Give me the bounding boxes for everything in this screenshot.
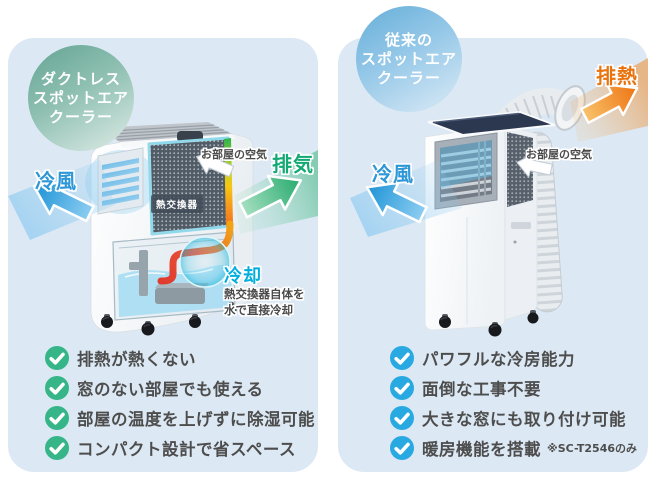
conventional-feature-list: パワフルな冷房能力 面倒な工事不要 大きな窓にも取り付け可能 暖房機能を搭載 ※… <box>338 346 648 466</box>
feature-text: 面倒な工事不要 <box>422 380 541 399</box>
room-air-arrow <box>516 153 553 178</box>
exhaust-heat-arrow <box>579 83 639 124</box>
feature-text: 大きな窓にも取り付け可能 <box>422 410 626 429</box>
room-air-arrow <box>196 151 235 178</box>
feature-text: 排熱が熱くない <box>77 350 196 369</box>
feature-text: コンパクト設計で省スペース <box>77 440 297 459</box>
exhaust-air-arrow <box>238 174 303 219</box>
conventional-panel: 冷風 排熱 お部屋の空気 パワフルな冷房能力 面倒な工事不要 大きな窓にも取り付… <box>338 6 648 472</box>
feature-item: パワフルな冷房能力 <box>338 346 648 370</box>
exhaust-heat-label: 排熱 <box>596 64 638 88</box>
casters <box>439 310 539 337</box>
exhaust-air-label: 排気 <box>272 152 314 176</box>
cooling-note-line2: 水で直接冷却 <box>224 303 293 317</box>
check-icon <box>390 406 414 430</box>
cool-air-arrow <box>32 180 95 223</box>
feature-note: ※SC-T2546のみ <box>547 442 638 455</box>
ductless-illustration <box>8 122 318 336</box>
feature-item: 窓のない部屋でも使える <box>8 376 318 400</box>
check-icon <box>45 376 69 400</box>
feature-item: 部屋の温度を上げずに除湿可能 <box>8 406 318 430</box>
feature-item: コンパクト設計で省スペース <box>8 436 318 460</box>
heat-exchanger-label: 熱交換器 <box>151 195 204 213</box>
cooling-label: 冷却 <box>224 266 262 287</box>
check-icon <box>45 406 69 430</box>
feature-text: パワフルな冷房能力 <box>422 350 575 369</box>
badge-line: ダクトレス <box>40 69 121 88</box>
feature-text: 窓のない部屋でも使える <box>77 380 264 399</box>
badge-line: 従来の <box>384 30 433 49</box>
ductless-badge: ダクトレス スポットエア クーラー <box>28 45 134 151</box>
badge-line: クーラー <box>376 68 441 87</box>
badge-line: スポットエア <box>32 88 129 107</box>
conventional-badge: 従来の スポットエア クーラー <box>356 6 462 112</box>
badge-line: スポットエア <box>360 49 457 68</box>
cool-air-label: 冷風 <box>35 169 77 193</box>
ductless-feature-list: 排熱が熱くない 窓のない部屋でも使える 部屋の温度を上げずに除湿可能 コンパクト… <box>8 346 318 466</box>
feature-text: 部屋の温度を上げずに除湿可能 <box>77 410 315 429</box>
feature-item: 暖房機能を搭載 ※SC-T2546のみ <box>338 436 648 460</box>
check-icon <box>390 436 414 460</box>
cooling-note-line1: 熱交換器自体を <box>224 287 305 301</box>
badge-line: クーラー <box>48 107 113 126</box>
ductless-panel: ダクトレス スポットエア クーラー 冷風 排気 お部屋の空気 熱交換器 冷却 熱… <box>8 38 318 472</box>
cool-air-label: 冷風 <box>372 162 414 186</box>
feature-item: 面倒な工事不要 <box>338 376 648 400</box>
check-icon <box>390 346 414 370</box>
conventional-illustration <box>350 58 648 337</box>
feature-item: 排熱が熱くない <box>8 346 318 370</box>
feature-text: 暖房機能を搭載 <box>422 440 541 459</box>
room-air-label: お部屋の空気 <box>526 148 592 161</box>
check-icon <box>45 346 69 370</box>
casters <box>101 302 237 336</box>
check-icon <box>45 436 69 460</box>
check-icon <box>390 376 414 400</box>
cool-air-arrow <box>365 181 428 224</box>
room-air-label: お部屋の空気 <box>201 148 267 161</box>
feature-item: 大きな窓にも取り付け可能 <box>338 406 648 430</box>
